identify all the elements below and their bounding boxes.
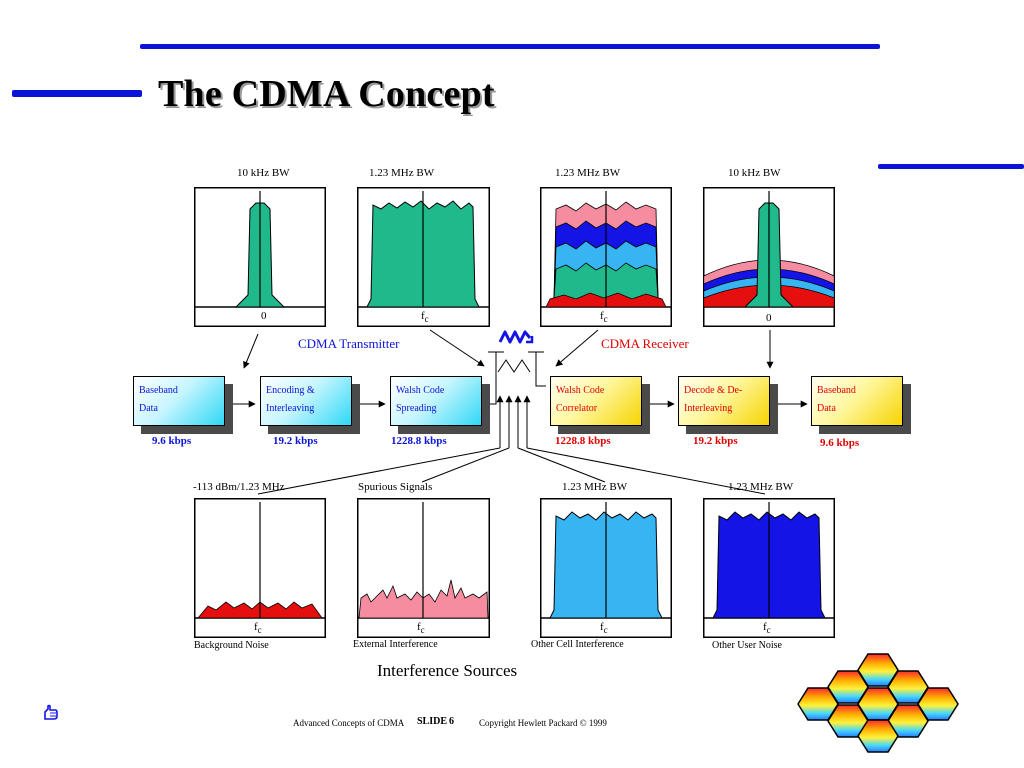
- spectrum-top-2-label: 1.23 MHz BW: [369, 167, 435, 179]
- page-title: The CDMA Concept: [158, 73, 495, 115]
- block-line-1: Walsh Code: [396, 385, 445, 396]
- block-encoding-interleaving: Encoding & Interleaving: [260, 376, 352, 426]
- spectrum-top-1-label: 10 kHz BW: [237, 167, 290, 179]
- honeycomb-cells-icon: [796, 652, 960, 753]
- spectrum-top-1-axis: 0: [261, 310, 267, 322]
- spectrum-top-3: [540, 187, 672, 327]
- caption-other-user-noise: Other User Noise: [712, 640, 782, 651]
- footer-copyright: Copyright Hewlett Packard © 1999: [479, 718, 607, 728]
- axis-subscript: c: [424, 314, 429, 325]
- footer-course: Advanced Concepts of CDMA: [293, 718, 405, 728]
- block-line-1: Decode & De-: [684, 385, 743, 396]
- spectrum-bottom-1: [194, 498, 326, 638]
- spectrum-top-2: [357, 187, 490, 327]
- receiver-label: CDMA Receiver: [601, 336, 689, 351]
- block-decode-deinterleaving: Decode & De- Interleaving: [678, 376, 770, 426]
- rate-walsh-correlator: 1228.8 kbps: [555, 435, 611, 447]
- axis-symbol: f: [417, 621, 421, 633]
- axis-symbol: f: [254, 621, 258, 633]
- footer-slide-number: 6: [449, 716, 454, 727]
- spectrum-top-2-axis: fc: [421, 310, 429, 324]
- spectrum-top-4: [703, 187, 835, 327]
- right-rule: [878, 164, 1024, 169]
- block-walsh-code-spreading: Walsh Code Spreading: [390, 376, 482, 426]
- interference-sources-title: Interference Sources: [377, 661, 518, 680]
- axis-symbol: f: [600, 621, 604, 633]
- spectrum-top-1: [194, 187, 326, 327]
- axis-subscript: c: [603, 314, 608, 325]
- spectrum-top-3-label: 1.23 MHz BW: [555, 167, 621, 179]
- pointing-hand-icon: [42, 704, 60, 722]
- block-line-2: Spreading: [396, 403, 437, 414]
- block-line-2: Interleaving: [684, 403, 733, 414]
- block-walsh-code-correlator: Walsh Code Correlator: [550, 376, 642, 426]
- axis-symbol: f: [600, 310, 604, 322]
- left-rule: [12, 90, 142, 97]
- block-line-1: Baseband: [817, 385, 856, 396]
- radio-waves-icon: [498, 328, 534, 348]
- rate-encoding: 19.2 kbps: [273, 435, 318, 447]
- rate-walsh-spreading: 1228.8 kbps: [391, 435, 447, 447]
- axis-symbol: f: [763, 621, 767, 633]
- spectrum-bottom-2: [357, 498, 490, 638]
- spectrum-bottom-3-label: 1.23 MHz BW: [562, 481, 628, 493]
- footer-slide-label: SLIDE: [417, 716, 448, 727]
- block-line-1: Walsh Code: [556, 385, 605, 396]
- spectrum-top-3-axis: fc: [600, 310, 608, 324]
- block-line-2: Data: [817, 403, 836, 414]
- spectrum-bottom-3-axis: fc: [600, 621, 608, 635]
- axis-symbol: f: [421, 310, 425, 322]
- rate-baseband-tx: 9.6 kbps: [152, 435, 192, 447]
- block-line-1: Baseband: [139, 385, 178, 396]
- block-line-2: Interleaving: [266, 403, 315, 414]
- spectrum-bottom-4: [703, 498, 835, 638]
- rate-decode: 19.2 kbps: [693, 435, 738, 447]
- block-line-2: Correlator: [556, 403, 598, 414]
- spectrum-bottom-2-label: Spurious Signals: [358, 481, 433, 493]
- block-baseband-data-tx: Baseband Data: [133, 376, 225, 426]
- axis-subscript: c: [257, 625, 262, 636]
- spectrum-bottom-1-axis: fc: [254, 621, 262, 635]
- caption-background-noise: Background Noise: [194, 640, 269, 651]
- spectrum-top-4-label: 10 kHz BW: [728, 167, 781, 179]
- spectrum-bottom-4-axis: fc: [763, 621, 771, 635]
- block-baseband-data-rx: Baseband Data: [811, 376, 903, 426]
- spectrum-bottom-3: [540, 498, 672, 638]
- block-line-1: Encoding &: [266, 385, 315, 396]
- axis-subscript: c: [766, 625, 771, 636]
- caption-other-cell-interference: Other Cell Interference: [531, 639, 624, 650]
- spectrum-top-4-axis: 0: [766, 312, 772, 324]
- caption-external-interference: External Interference: [353, 639, 438, 650]
- spectrum-bottom-1-label: -113 dBm/1.23 MHz: [193, 481, 285, 493]
- axis-subscript: c: [420, 625, 425, 636]
- rate-baseband-rx: 9.6 kbps: [820, 437, 860, 449]
- top-rule: [140, 44, 880, 49]
- spectrum-bottom-2-axis: fc: [417, 621, 425, 635]
- spectrum-bottom-4-label: 1.23 MHz BW: [728, 481, 794, 493]
- axis-subscript: c: [603, 625, 608, 636]
- transmitter-label: CDMA Transmitter: [298, 336, 400, 351]
- block-line-2: Data: [139, 403, 158, 414]
